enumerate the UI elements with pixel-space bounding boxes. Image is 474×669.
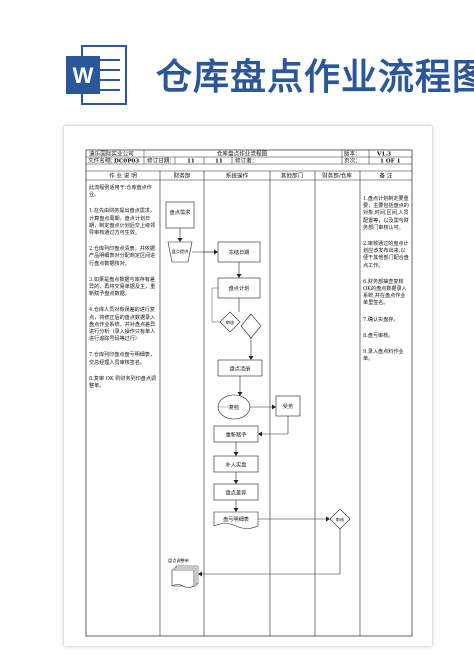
col-heading-remarks: 备 注	[380, 172, 393, 180]
flow-plan-doc-label: 盘点提供	[172, 248, 189, 255]
flow-start-label: 盘点需求	[170, 208, 192, 216]
col-heading-other: 其他部门	[281, 172, 304, 180]
flow-dept-label: 受务	[283, 402, 293, 410]
flow-variance-node	[213, 511, 259, 529]
note-item: 4.仓库人员对有误差的进行复点，将修正后的盘点数据录入盘点作业系统，并对盘点差异…	[89, 307, 156, 343]
flow-adjust-label: 审核	[336, 516, 345, 523]
flow-reassign-label: 重新赋予	[226, 431, 247, 439]
note-item: 此流程例适用于:仓库盘点作业。	[89, 185, 152, 199]
remark-item: 6.财务部抽查复核OK的盘点数据录入系统,并在盘点作业单里签名。	[363, 278, 407, 307]
note-item: 1.在先由财务提出盘点需求，计算盘点周期，盘点计划日期，制定盘点计划后交上级领导…	[89, 208, 156, 237]
col-heading-finance: 财务部	[174, 172, 191, 180]
remark-item: 9.录入盘点料作业单。	[363, 349, 404, 363]
version-label: 版本：	[344, 150, 361, 158]
note-item: 3.如果是盘点数据与库存有差异的，再将交易单据及主，重新赋予盘点数据。	[89, 276, 156, 298]
company-name: 迪乐国际实业公司	[89, 150, 134, 158]
flow-review-label: 审核	[226, 319, 235, 326]
page-title: 仓库盘点作业流程图	[156, 56, 474, 98]
flow-start-node	[165, 201, 195, 229]
remark-item: 2.审核通过的盘点计划应该发布出来,以便于其他部门配合盘点工作。	[363, 241, 409, 269]
version-value: V1.3	[376, 152, 391, 158]
file-code: DC0P03	[114, 159, 139, 165]
flow-variance-label: 盘亏明细表	[223, 515, 250, 523]
flow-list-label: 盘点清册	[230, 365, 251, 373]
revise-date-label: 修订日期：	[147, 157, 175, 165]
flow-review-diamond	[219, 311, 241, 333]
right-notes: 1.盘点计划制定要重要，主要包括盘点的对象,时间,区间,人员配置等，以及需与财务…	[363, 196, 409, 372]
col-heading-system: 系统操作	[226, 172, 249, 180]
note-item: 2.仓库列印盘点清册，并依据产品明细表对分配商定区间进行盘点数据核对。	[89, 246, 156, 267]
col-heading-description: 作 业 说 明	[109, 172, 137, 180]
note-item: 7.仓库列印盘点盘亏明细表，交总经理人员审核签名。	[89, 352, 155, 366]
remark-item: 1.盘点计划制定要重要，主要包括盘点的对象,时间,区间,人员配置等，以及需与财务…	[363, 196, 409, 231]
svg-text:W: W	[73, 63, 94, 88]
flow-input-label: 补入实盘	[226, 461, 247, 469]
remark-item: 8.盘亏审核。	[363, 332, 394, 339]
revise-month: 11	[187, 159, 195, 165]
reviser-label: 修订者：	[235, 157, 257, 165]
revise-day: 11	[215, 159, 223, 165]
note-item: 8.复审 OK 则财务列印盘点调整单。	[89, 375, 157, 390]
left-notes: 此流程例适用于:仓库盘点作业。 1.在先由财务提出盘点需求，计算盘点周期，盘点计…	[89, 185, 157, 399]
flow-approve-diamond	[240, 313, 262, 339]
flowchart-sheet: 迪乐国际实业公司 仓库盘点作业流程图 版本： V1.3 文件名称： DC0P03…	[85, 150, 413, 637]
file-name-label: 文件名称：	[88, 157, 116, 165]
page-number: 1 OF 1	[380, 159, 401, 165]
word-document-icon: W	[66, 45, 127, 105]
flow-output-node	[171, 569, 195, 588]
flow-plan-label: 盘点计划	[229, 284, 250, 292]
flow-diff-label: 盘点差异	[226, 489, 247, 497]
document-page: 迪乐国际实业公司 仓库盘点作业流程图 版本： V1.3 文件名称： DC0P03…	[64, 126, 432, 646]
page-label: 页次：	[344, 157, 361, 165]
flow-freeze-label: 冻结日期	[229, 248, 250, 256]
remark-item: 7.确认实盘存。	[363, 316, 399, 323]
flow-output-label: 盘点调整单	[168, 557, 189, 564]
doc-title: 仓库盘点作业流程图	[217, 150, 268, 158]
col-heading-finance-warehouse: 财务部/仓库	[322, 172, 352, 180]
flow-plan-doc-node	[167, 241, 193, 263]
